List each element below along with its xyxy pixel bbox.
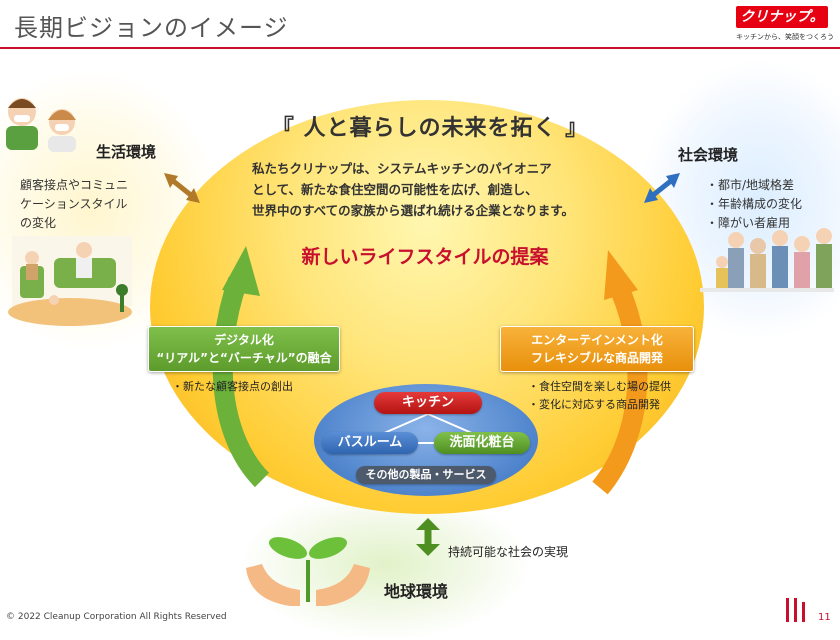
digitalization-box: デジタル化 “リアル”と“バーチャル”の融合	[148, 326, 340, 372]
title-divider	[0, 47, 840, 49]
earth-env-note: 持続可能な社会の実現	[448, 545, 569, 559]
description-line: 私たちクリナップは、システムキッチンのパイオニア	[252, 161, 552, 176]
green-cycle-arrow	[212, 246, 270, 488]
corporate-motto: 『 人と暮らしの未来を拓く 』	[271, 116, 589, 141]
life-env-double-arrow-icon	[164, 173, 200, 203]
earth-env-double-arrow-icon	[416, 518, 440, 556]
orange-cycle-arrow	[592, 250, 648, 495]
living-room-illustration	[8, 236, 132, 326]
life-env-line: 顧客接点やコミュニ	[20, 178, 129, 192]
earth-env-title: 地球環境	[384, 582, 449, 601]
lifestyle-proposal: 新しいライフスタイルの提案	[301, 246, 549, 268]
social-env-item: ・年齢構成の変化	[706, 197, 803, 211]
vision-description: 私たちクリナップは、システムキッチンのパイオニア として、新たな食住空間の可能性…	[252, 158, 622, 221]
kitchen-pill: キッチン	[374, 392, 482, 414]
life-env-line: の変化	[20, 216, 57, 230]
family-masks-illustration	[6, 98, 76, 152]
diverse-people-illustration	[700, 228, 834, 292]
social-env-title: 社会環境	[678, 146, 739, 164]
flexible-product-label: フレキシブルな商品開発	[530, 351, 663, 365]
life-env-line: ケーションスタイル	[20, 197, 128, 211]
earth-env-glow	[240, 490, 530, 640]
logo-tagline: キッチンから、笑顔をつくろう	[736, 33, 834, 41]
entertainment-notes: ・食住空間を楽しむ場の提供 ・変化に対応する商品開発	[528, 378, 671, 414]
digitalization-label: デジタル化	[214, 333, 274, 347]
other-products-pill: その他の製品・サービス	[356, 466, 496, 484]
entertainment-note: ・変化に対応する商品開発	[528, 398, 660, 411]
social-env-double-arrow-icon	[644, 173, 680, 203]
cutlery-icon	[786, 598, 805, 622]
page-number: 11	[818, 612, 831, 623]
entertainment-box: エンターテインメント化 フレキシブルな商品開発	[500, 326, 694, 372]
page-title: 長期ビジョンのイメージ	[14, 14, 289, 42]
copyright: © 2022 Cleanup Corporation All Rights Re…	[6, 612, 227, 622]
description-line: 世界中のすべての家族から選ばれ続ける企業となります。	[252, 203, 575, 218]
description-line: として、新たな食住空間の可能性を広げ、創造し、	[252, 182, 538, 197]
real-virtual-fusion-label: “リアル”と“バーチャル”の融合	[156, 351, 332, 365]
life-env-title: 生活環境	[96, 143, 157, 161]
social-env-item: ・都市/地域格差	[706, 178, 795, 192]
logo-wordmark: クリナップ。	[736, 6, 828, 28]
social-env-item: ・障がい者雇用	[706, 216, 791, 230]
digital-note: ・新たな顧客接点の創出	[172, 380, 293, 393]
hands-sprout-illustration	[246, 537, 370, 606]
vanity-pill: 洗面化粧台	[434, 432, 530, 454]
company-logo: クリナップ。 キッチンから、笑顔をつくろう	[736, 6, 834, 46]
bathroom-pill: バスルーム	[322, 432, 418, 454]
entertainment-note: ・食住空間を楽しむ場の提供	[528, 380, 671, 393]
entertainment-label: エンターテインメント化	[531, 333, 663, 347]
life-env-text: 顧客接点やコミュニ ケーションスタイル の変化	[20, 176, 128, 233]
social-env-list: ・都市/地域格差 ・年齢構成の変化 ・障がい者雇用	[706, 176, 802, 233]
